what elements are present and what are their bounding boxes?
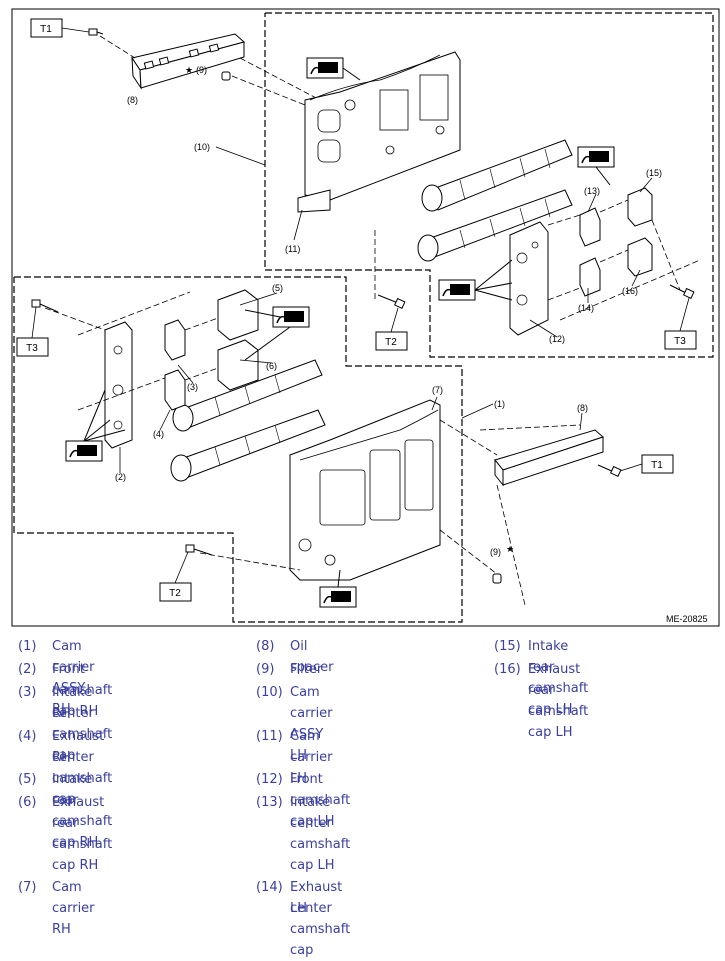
filter-upper [221,71,231,81]
filter-lower [492,573,502,584]
callout-11: (11) [285,244,300,254]
rear-camshaft-caps-rh [217,289,259,391]
tool-label-t2-rh: T2 [159,582,192,602]
tool-label-t3-rh: T3 [16,337,49,357]
cam-carrier-lh [297,51,461,213]
camshafts-rh [170,359,326,482]
figure-id: ME-20825 [666,614,708,624]
tool-label-t2-lh: T2 [375,331,408,351]
callout-6: (6) [266,361,277,371]
camshafts-lh [417,139,573,262]
callout-9-lower: (9) [490,547,501,557]
rear-camshaft-caps-lh [627,187,653,277]
sealant-icon [438,279,476,301]
callout-3: (3) [187,382,198,392]
exploded-parts-diagram: T1 T2 T3 T1 T2 T3 (8) (9) ★ (10) (11) (1… [11,8,720,627]
star-mark-upper: ★ [185,65,193,75]
callout-16: (16) [622,286,638,296]
bolt-rh-t2 [185,544,213,556]
callout-8-lower: (8) [577,403,588,413]
callout-9-upper: (9) [196,65,207,75]
cam-carrier-rh [289,399,441,581]
tool-label-t1-upper: T1 [30,18,63,38]
star-mark-lower: ★ [506,544,514,554]
callout-12: (12) [549,334,565,344]
svg-text:T2: T2 [385,337,397,348]
group-outline-lh [264,12,714,358]
callout-13: (13) [584,186,600,196]
sealant-icon [577,146,615,168]
parts-legend: (1)Cam carrier ASSY RH (2)Front camshaft… [18,639,589,958]
sealant-icon [272,306,310,328]
diagram-canvas: T1 T2 T3 T1 T2 T3 (8) (9) ★ (10) (11) (1… [11,8,720,627]
front-camshaft-cap-rh [104,321,133,449]
svg-text:T1: T1 [651,460,663,471]
svg-text:T3: T3 [26,343,38,354]
callout-5: (5) [272,283,283,293]
sealant-icon [319,586,357,608]
front-camshaft-cap-lh [509,221,549,336]
callout-10: (10) [194,142,210,152]
oil-spacer-upper [131,33,246,90]
svg-text:T2: T2 [169,588,181,599]
group-outline-rh [13,276,463,623]
bolt-lower-t1 [597,464,622,477]
center-camshaft-caps-lh [579,207,601,297]
tool-label-t1-lower: T1 [641,454,674,474]
sealant-icon [306,57,344,79]
center-camshaft-caps-rh [164,319,186,411]
callout-2: (2) [115,472,126,482]
callout-14: (14) [578,303,594,313]
bolt-upper-t1 [88,28,104,36]
callout-7: (7) [432,385,443,395]
oil-spacer-lower [494,429,604,487]
bolt-lh-t3 [669,284,695,299]
sealant-icon [65,440,103,462]
callout-4: (4) [153,429,164,439]
svg-text:T1: T1 [40,24,52,35]
callout-1: (1) [494,399,505,409]
svg-text:T3: T3 [674,336,686,347]
tool-label-t3-lh: T3 [664,330,697,350]
callout-15: (15) [646,168,662,178]
figure-frame [11,8,720,627]
callout-8-upper: (8) [127,95,138,105]
bolt-lh-t2 [377,294,406,309]
